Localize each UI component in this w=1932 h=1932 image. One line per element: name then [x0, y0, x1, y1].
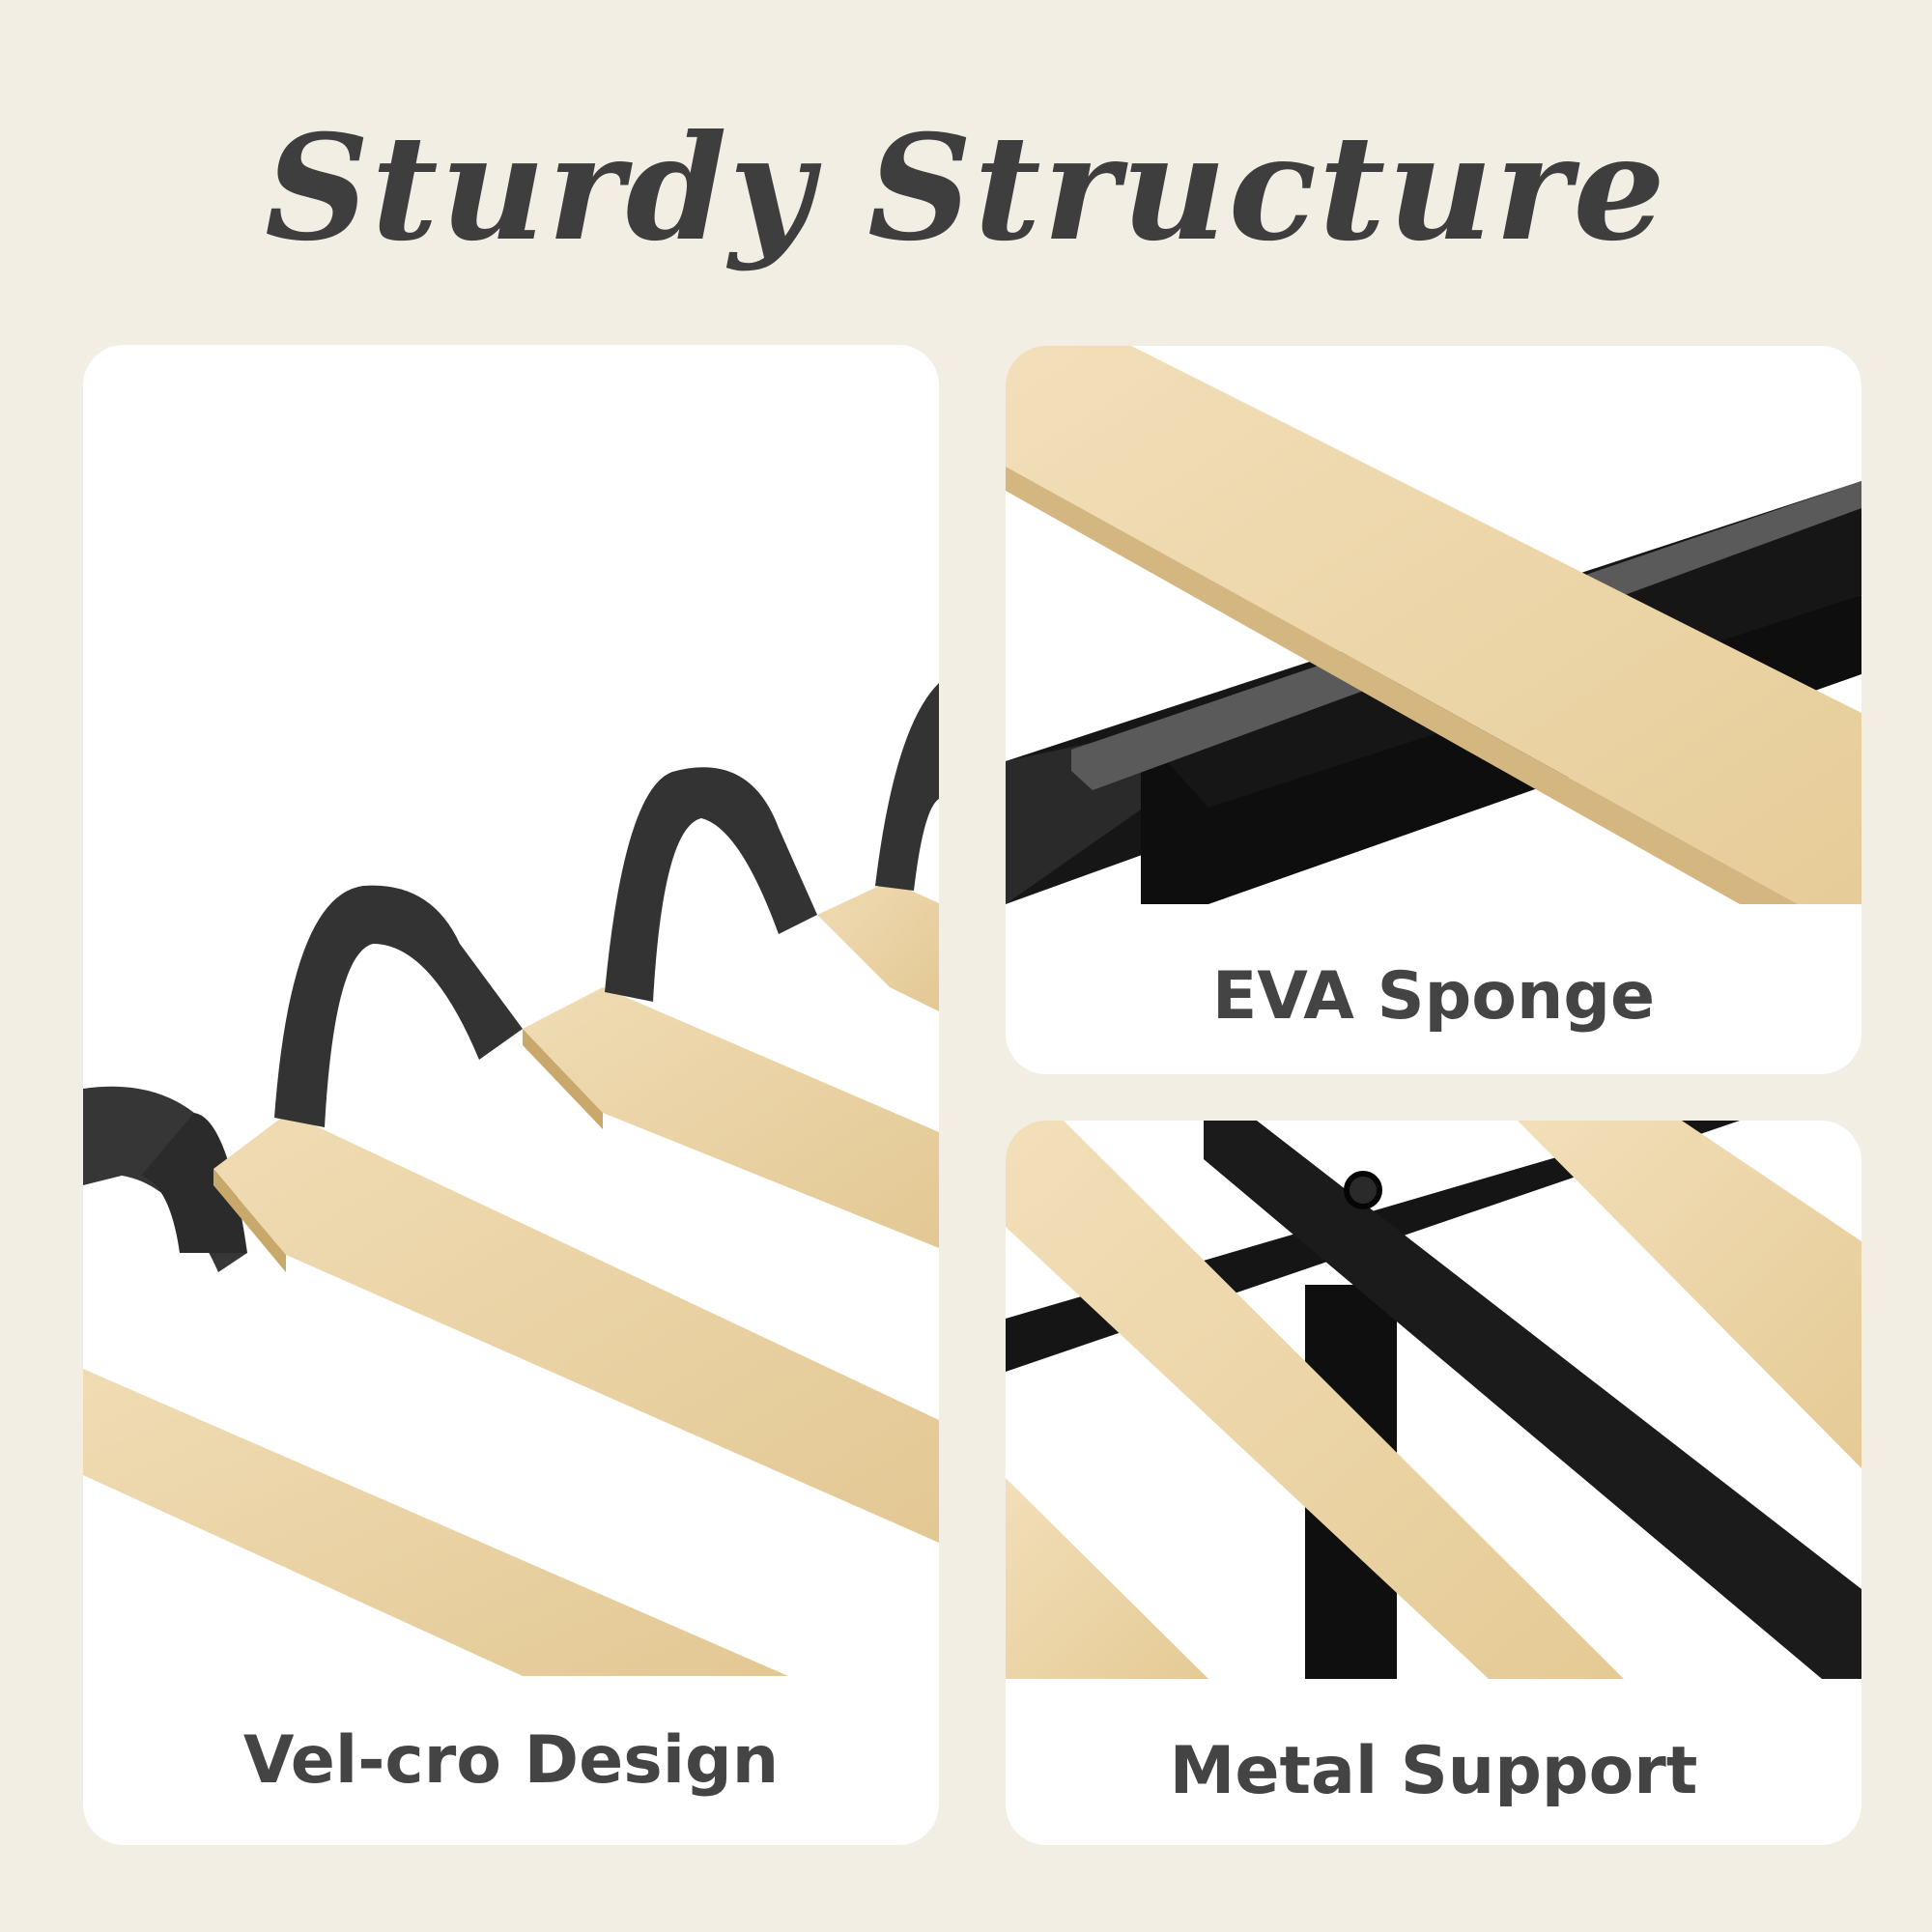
eva-sponge-caption: EVA Sponge — [1211, 958, 1656, 1035]
velcro-strap — [875, 683, 939, 891]
metal-support-illustration — [1006, 1121, 1861, 1679]
eva-sponge-illustration — [1006, 346, 1861, 904]
eva-sponge-card: EVA Sponge — [1006, 346, 1861, 1074]
wooden-slat-side — [523, 1029, 603, 1129]
wooden-slat — [213, 1113, 939, 1543]
velcro-design-card: Vel-cro Design — [83, 345, 939, 1845]
metal-support-caption: Metal Support — [1169, 1733, 1698, 1809]
velcro-design-caption: Vel-cro Design — [242, 1722, 780, 1799]
velcro-strap — [605, 767, 817, 1002]
wooden-slat — [1006, 346, 1861, 904]
wooden-slat — [1006, 1121, 1624, 1679]
page-title: Sturdy Structure — [265, 103, 1667, 273]
wooden-slat — [1518, 1121, 1861, 1468]
velcro-slats-illustration — [83, 683, 939, 1676]
wooden-slat — [817, 881, 939, 1011]
wooden-slat — [523, 987, 939, 1248]
velcro-strap — [274, 885, 523, 1127]
wooden-slat — [1006, 1478, 1208, 1679]
velcro-strap — [141, 1113, 247, 1253]
wooden-slat-side — [1006, 467, 1798, 904]
metal-support-card: Metal Support — [1006, 1121, 1861, 1845]
metal-center-support — [1204, 1121, 1861, 1679]
wooden-slat-side — [213, 1169, 286, 1272]
wooden-slat — [83, 1369, 788, 1676]
bolt-icon — [1344, 1171, 1382, 1209]
